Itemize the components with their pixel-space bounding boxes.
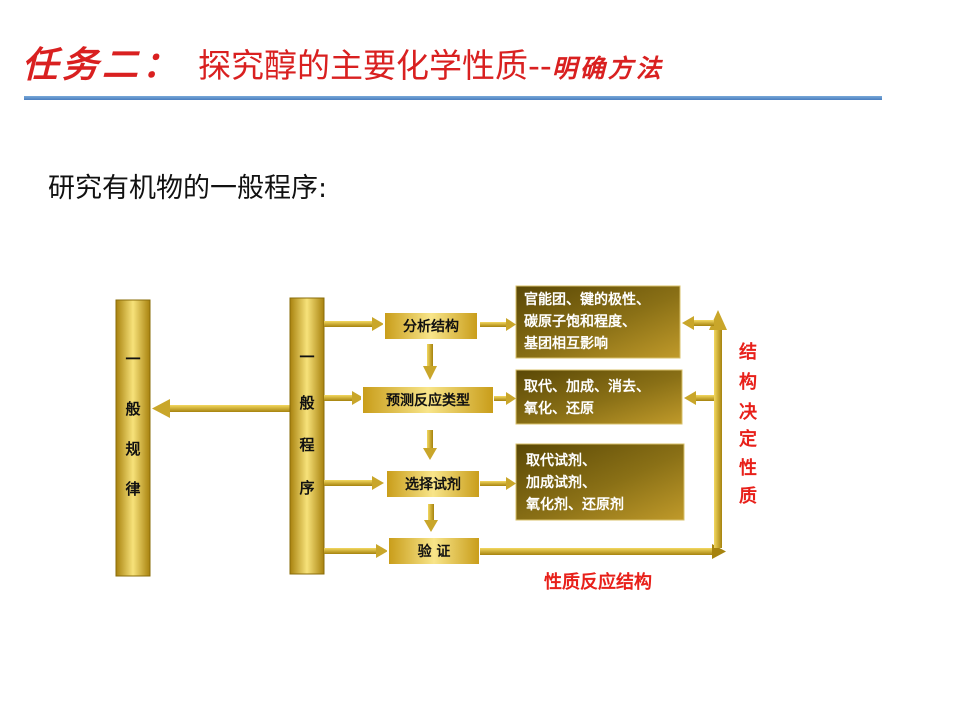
- structure-determines-property-char: 质: [739, 486, 757, 507]
- info-box-reagents-line: 加成试剂、: [525, 474, 596, 491]
- step-analyze-structure: [383, 311, 479, 341]
- structure-determines-property-char: 性: [739, 457, 757, 479]
- general-law-char: 规: [125, 440, 140, 458]
- arrow-analyze-to-predict: [423, 344, 437, 380]
- info-box-reaction-line: 氧化、还原: [523, 400, 594, 417]
- arrow-predict-to-reagent: [423, 430, 437, 460]
- arrow-predict-to-box: [494, 392, 516, 405]
- arrow-to-step-predict: [324, 391, 364, 405]
- info-box-reagents-line: 氧化剂、还原剂: [525, 496, 624, 513]
- step-select-reagent-label: 选择试剂: [405, 476, 461, 493]
- arrow-right-to-box-reaction: [684, 391, 714, 405]
- info-box-reaction-line: 取代、加成、消去、: [524, 378, 650, 395]
- arrow-reagent-to-box: [480, 477, 516, 490]
- step-verify-label: 验 证: [418, 543, 451, 560]
- general-law-char: 律: [124, 480, 140, 498]
- arrow-to-step-reagent: [324, 476, 384, 490]
- general-law-char: 一: [125, 350, 140, 368]
- general-procedure-char: 一: [299, 348, 314, 366]
- step-analyze-structure-label: 分析结构: [403, 318, 459, 335]
- info-box-structure: [515, 285, 681, 359]
- title-tail: 明确方法: [551, 54, 664, 83]
- general-procedure-char: 般: [299, 394, 314, 412]
- general-procedure-char: 程: [299, 436, 314, 454]
- step-verify: [387, 536, 481, 566]
- property-reaction-structure-label: 性质反应结构: [544, 571, 652, 593]
- step-predict-reaction: [361, 385, 495, 415]
- step-select-reagent: [385, 469, 481, 499]
- arrow-verify-to-right: [480, 544, 726, 559]
- structure-determines-property-char: 定: [739, 428, 757, 450]
- general-law-bar: [115, 299, 151, 577]
- arrow-to-step-verify: [324, 544, 388, 558]
- arrow-analyze-to-box: [480, 318, 516, 331]
- general-law-char: 般: [125, 400, 140, 418]
- arrow-reagent-to-verify: [424, 504, 438, 532]
- structure-determines-property-char: 决: [739, 401, 758, 423]
- general-procedure-char: 序: [299, 479, 314, 497]
- arrow-right-vertical-up: [709, 310, 727, 548]
- structure-determines-property-char: 结: [739, 341, 757, 363]
- step-predict-reaction-label: 预测反应类型: [386, 392, 470, 409]
- arrow-to-step-analyze: [324, 317, 384, 331]
- title-task: 任务二：: [22, 44, 183, 86]
- arrow-to-general-law: [152, 399, 290, 418]
- structure-determines-property-char: 构: [739, 371, 757, 393]
- title-underline: [24, 96, 882, 100]
- info-box-reagents-line: 取代试剂、: [526, 452, 596, 469]
- general-procedure-bar: [289, 297, 325, 575]
- info-box-structure-line: 碳原子饱和程度、: [524, 313, 636, 330]
- info-box-reaction-types: [515, 369, 683, 425]
- slide-subtitle: 研究有机物的一般程序:: [48, 173, 328, 204]
- info-box-reagents: [515, 443, 685, 521]
- info-box-structure-line: 基团相互影响: [524, 335, 608, 352]
- arrow-right-to-box-structure: [682, 316, 714, 330]
- title-main: 探究醇的主要化学性质--: [198, 46, 552, 85]
- slide-title: 任务二： 探究醇的主要化学性质--明确方法: [22, 40, 664, 90]
- info-box-structure-line: 官能团、键的极性、: [524, 291, 650, 308]
